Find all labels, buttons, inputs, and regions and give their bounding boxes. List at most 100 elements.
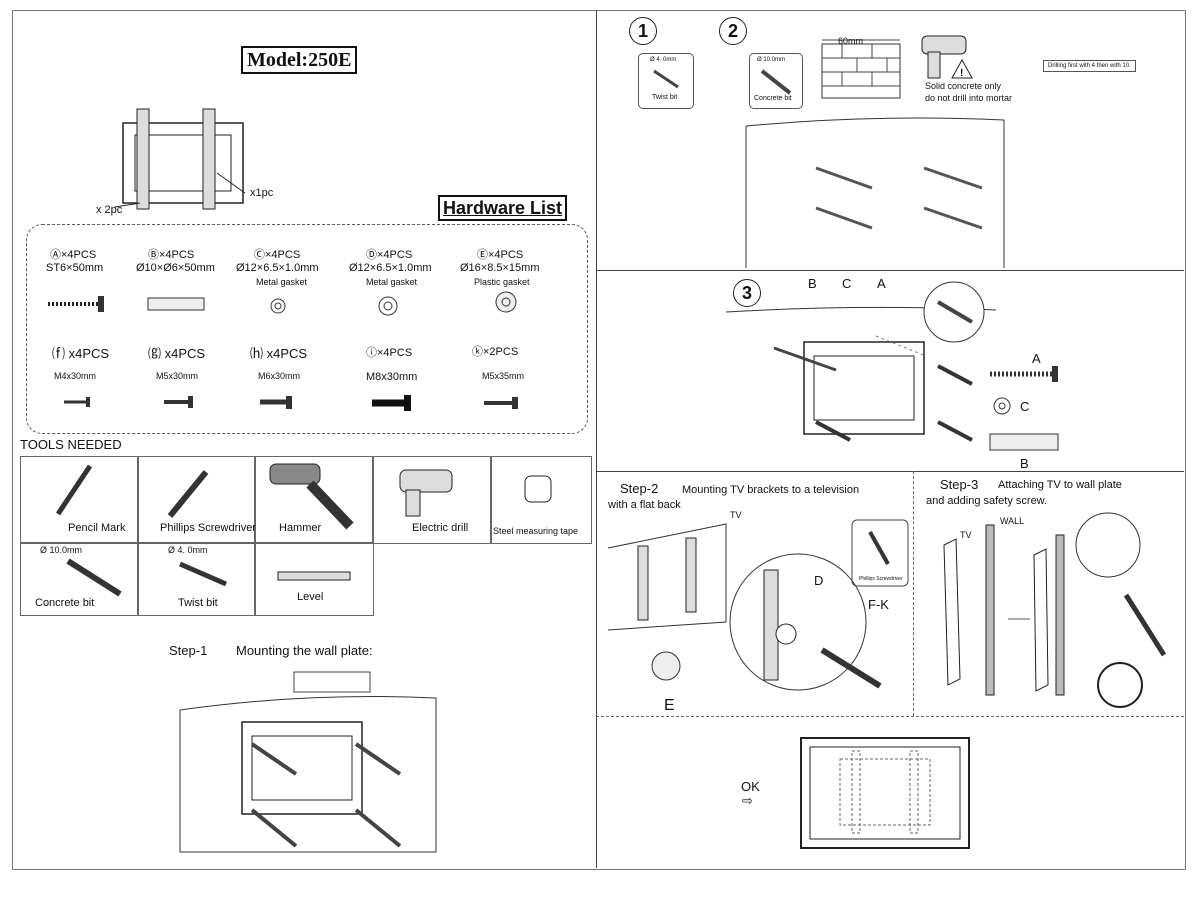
tools-needed-title: TOOLS NEEDED <box>20 437 122 452</box>
concrete-bit-dim-small: Ø 10.0mm <box>757 57 786 63</box>
step2-illustration <box>607 519 909 691</box>
tool-pencil-label: Pencil Mark <box>68 522 126 534</box>
hw-i-spec: M8x30mm <box>366 371 418 383</box>
center-divider <box>596 10 597 868</box>
twist-bit-dim: Ø 4. 0mm <box>168 545 208 555</box>
tool-cell-concrete-bit <box>20 542 139 616</box>
tool-cell-screwdriver <box>137 456 256 544</box>
step3-tv-label: TV <box>960 530 972 540</box>
step1-label: Step-1 <box>169 643 208 658</box>
label-b: B <box>808 276 817 291</box>
hw-b-code: Ⓑ×4PCS <box>148 249 195 261</box>
step3-label: Step-3 <box>940 477 979 492</box>
brick-wall <box>821 39 901 99</box>
tool-level-label: Level <box>297 591 324 603</box>
hw-k: ⓚ×2PCS <box>472 346 519 358</box>
concrete-bit-box-label: Concrete bit <box>754 95 792 102</box>
drilling-note: Drilling first with 4 then with 10. <box>1043 60 1136 72</box>
tool-cell-tape <box>490 456 592 544</box>
hw-h: ⒣ x4PCS <box>250 346 308 361</box>
hw-f-spec: M4x30mm <box>54 371 97 381</box>
tool-twist-bit-label: Twist bit <box>178 597 218 609</box>
wall-plate-illustration <box>114 108 246 210</box>
hw-i: ⓘ×4PCS <box>366 347 413 359</box>
concrete-bit-box <box>749 53 803 109</box>
hardware-row1-parts <box>48 291 517 316</box>
hw-c-code: Ⓒ×4PCS <box>254 249 301 261</box>
label-c: C <box>842 276 852 291</box>
tool-concrete-bit-label: Concrete bit <box>35 597 95 609</box>
drill-bits-small <box>653 69 792 95</box>
step3-text-2: and adding safety screw. <box>926 495 1048 507</box>
step-divider <box>913 471 915 716</box>
step3-wall-label: WALL <box>1000 516 1025 526</box>
bracket-qty-1: x1pc <box>250 187 274 199</box>
tool-drill-label: Electric drill <box>412 522 469 534</box>
hw-d-spec: Ø12×6.5×1.0mm <box>349 262 432 274</box>
hw-d-code: Ⓓ×4PCS <box>366 249 413 261</box>
label-e: E <box>664 697 675 714</box>
hw-c-note: Metal gasket <box>256 277 308 287</box>
hw-e-note: Plastic gasket <box>474 277 530 287</box>
assembly-illustration <box>725 281 997 442</box>
step1-text: Mounting the wall plate: <box>236 643 373 658</box>
hw-e-spec: Ø16×8.5×15mm <box>460 262 540 274</box>
label-fk: F-K <box>868 597 889 612</box>
right-divider-1 <box>596 270 1184 271</box>
svg-text:!: ! <box>960 68 963 79</box>
twist-bit-dim-small: Ø 4. 0mm <box>650 57 677 63</box>
right-divider-3 <box>596 716 1184 718</box>
step2-label: Step-2 <box>620 481 659 496</box>
step2-text-2: with a flat back <box>608 499 681 511</box>
tool-cell-twist-bit <box>137 542 256 616</box>
drill-warning-illustration: ! <box>921 35 973 79</box>
concrete-bit-dim: Ø 10.0mm <box>40 545 83 555</box>
step-number-3: 3 <box>733 279 761 307</box>
hardware-row2-screws <box>64 395 518 411</box>
tool-icons <box>55 463 552 597</box>
hw-c-spec: Ø12×6.5×1.0mm <box>236 262 319 274</box>
tool-cell-level <box>254 542 374 616</box>
hardware-list-box <box>26 224 588 434</box>
legend-b: B <box>1020 456 1029 471</box>
hw-k-spec: M5x35mm <box>482 371 525 381</box>
tool-tape-label: Steel measuring tape <box>493 526 579 536</box>
warning-line-1: Solid concrete only <box>925 81 1002 91</box>
hw-g-spec: M5x30mm <box>156 371 199 381</box>
label-d: D <box>814 573 824 588</box>
step2-tool-label: Phillips Screwdriver <box>859 576 903 582</box>
bracket-qty-2: x 2pc <box>96 204 123 216</box>
tool-cell-pencil <box>20 456 139 544</box>
twist-bit-box-label: Twist bit <box>652 94 678 101</box>
step-number-1: 1 <box>629 17 657 45</box>
hardware-list-title: Hardware List <box>438 195 568 221</box>
step1-illustration <box>179 671 437 853</box>
parts-legend <box>989 366 1059 451</box>
tool-cell-drill <box>372 456 492 544</box>
hw-a-code: Ⓐ×4PCS <box>50 249 97 261</box>
hw-d-note: Metal gasket <box>366 277 418 287</box>
warning-line-2: do not drill into mortar <box>925 93 1013 103</box>
legend-c: C <box>1020 399 1030 414</box>
model-title: Model:250E <box>241 46 358 74</box>
dimension-60mm: 60mm <box>838 36 864 46</box>
right-divider-2 <box>596 471 1184 472</box>
hw-f: ⒡ x4PCS <box>52 346 110 361</box>
tool-screwdriver-label: Phillips Screwdriver <box>160 522 256 534</box>
tool-hammer-label: Hammer <box>279 522 322 534</box>
hw-g: ⒢ x4PCS <box>148 346 206 361</box>
final-mounted-tv <box>800 737 970 849</box>
hw-b-spec: Ø10×Ø6×50mm <box>136 262 215 274</box>
hw-a-spec: ST6×50mm <box>46 262 104 274</box>
step3-illustration <box>943 512 1167 708</box>
ok-label: OK <box>741 779 760 794</box>
wall-drilling-illustration <box>745 117 1005 268</box>
label-a: A <box>877 276 886 291</box>
tool-cell-hammer <box>254 456 374 544</box>
step2-tv-label: TV <box>730 510 742 520</box>
step-number-2: 2 <box>719 17 747 45</box>
hw-h-spec: M6x30mm <box>258 371 301 381</box>
hw-e-code: Ⓔ×4PCS <box>477 249 524 261</box>
legend-a: A <box>1032 351 1041 366</box>
step2-text: Mounting TV brackets to a television <box>682 484 860 496</box>
